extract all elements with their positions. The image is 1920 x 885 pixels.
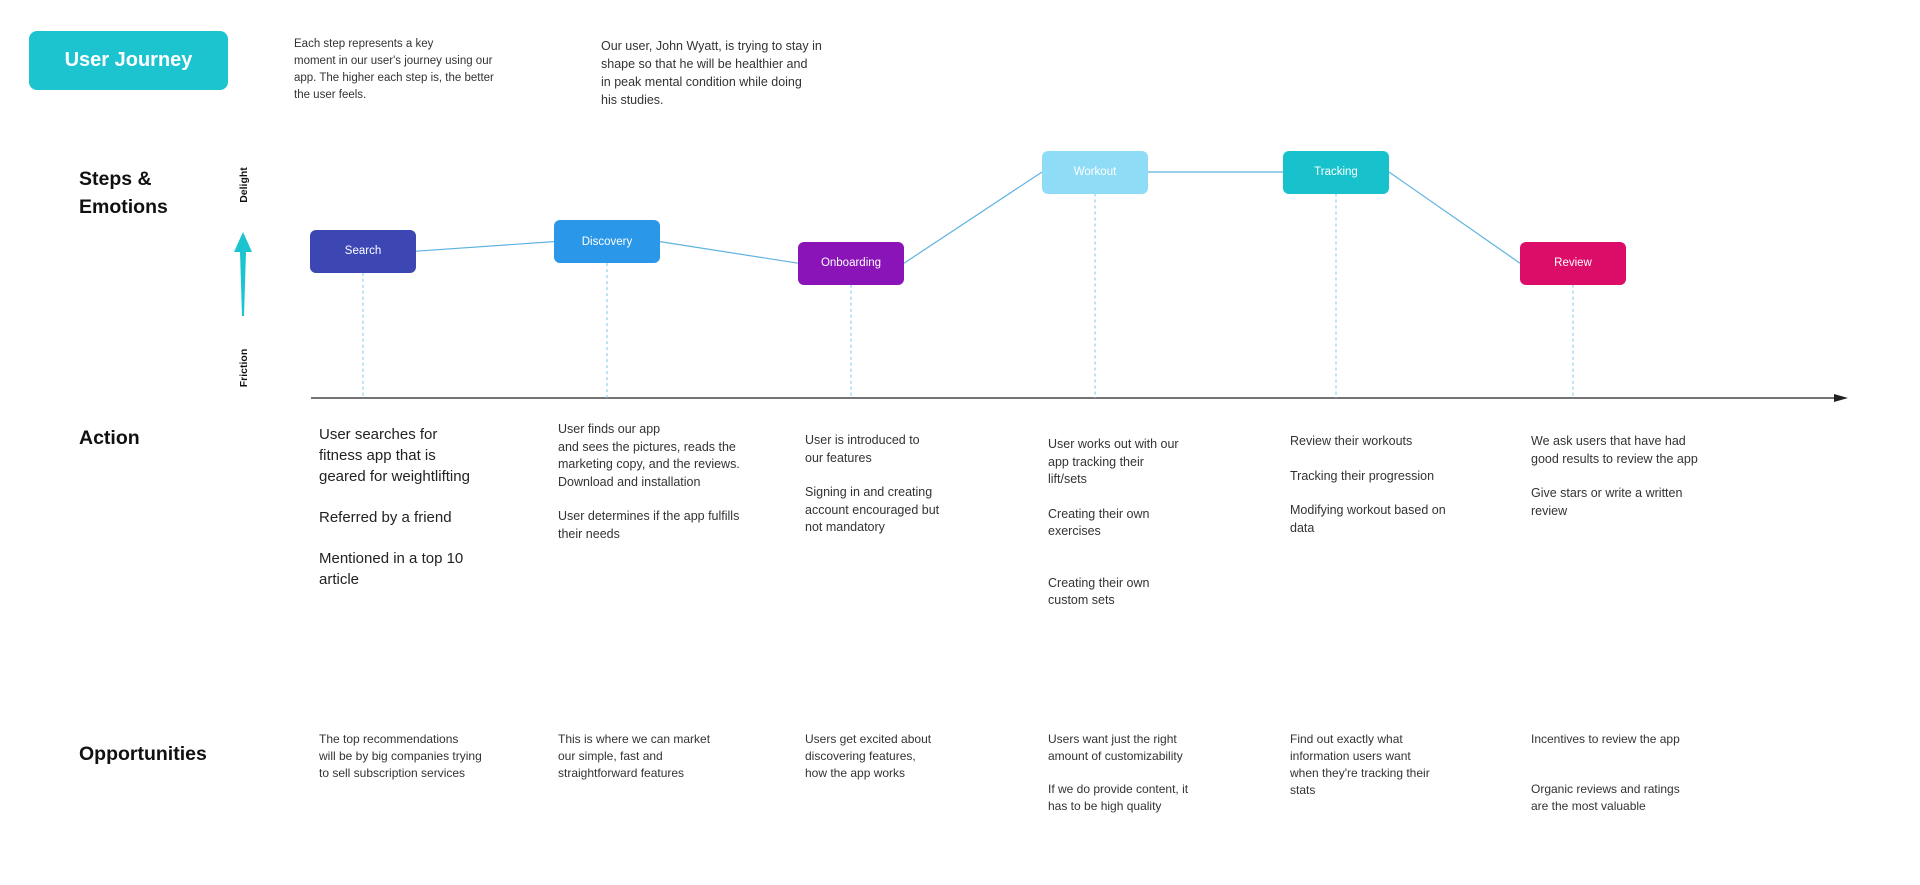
action-item: Tracking their progression xyxy=(1290,468,1435,483)
connector-4 xyxy=(1388,171,1521,264)
action-item: Creating their own custom sets xyxy=(1048,575,1150,608)
opportunity-item: Incentives to review the app xyxy=(1531,732,1680,746)
opportunity-item: Organic reviews and ratings are the most… xyxy=(1531,782,1680,813)
step-search[interactable]: Search xyxy=(310,229,416,273)
user-journey-badge: User Journey xyxy=(29,31,228,90)
steps-description-note: Each step represents a key moment in our… xyxy=(294,38,494,101)
opportunity-column-search: The top recommendations will be by big c… xyxy=(319,731,529,798)
opportunity-item: Find out exactly what information users … xyxy=(1290,732,1430,797)
action-item: We ask users that have had good results … xyxy=(1531,434,1698,466)
steps-emotions-label: Steps & Emotions xyxy=(79,168,168,218)
opportunity-item: The top recommendations will be by big c… xyxy=(319,732,482,780)
opportunity-column-workout: Users want just the right amount of cust… xyxy=(1048,731,1258,831)
action-item: User works out with our app tracking the… xyxy=(1048,437,1179,486)
action-column-discovery: User finds our app and sees the pictures… xyxy=(558,421,763,560)
action-item: User determines if the app fulfills thei… xyxy=(558,509,740,541)
action-column-review: We ask users that have had good results … xyxy=(1531,433,1736,537)
action-item: Review their workouts xyxy=(1290,434,1413,448)
emotion-arrow-icon xyxy=(234,232,252,316)
opportunity-item: This is where we can market our simple, … xyxy=(558,732,711,780)
timeline-axis xyxy=(311,394,1848,402)
action-item: User is introduced to our features xyxy=(805,433,920,465)
connector-0 xyxy=(415,241,555,252)
connector-2 xyxy=(903,171,1043,264)
action-item: Referred by a friend xyxy=(319,509,452,526)
action-item: Creating their own exercises xyxy=(1048,506,1150,539)
opportunity-column-discovery: This is where we can market our simple, … xyxy=(558,731,768,798)
action-item: User finds our app and sees the pictures… xyxy=(558,422,740,489)
action-item: Signing in and creating account encourag… xyxy=(805,485,940,534)
step-onboarding[interactable]: Onboarding xyxy=(798,241,904,285)
action-column-workout: User works out with our app tracking the… xyxy=(1048,436,1253,627)
step-connectors xyxy=(415,171,1521,264)
action-item: Modifying workout based on data xyxy=(1290,503,1446,535)
opportunity-item: If we do provide content, it has to be h… xyxy=(1048,782,1189,813)
action-item: Mentioned in a top 10 article xyxy=(319,550,464,588)
step-workout[interactable]: Workout xyxy=(1042,150,1148,194)
action-column-search: User searches for fitness app that is ge… xyxy=(319,424,524,610)
opportunity-item: Users get excited about discovering feat… xyxy=(805,732,932,780)
action-label: Action xyxy=(79,427,140,449)
action-item: User searches for fitness app that is ge… xyxy=(319,426,470,485)
connector-1 xyxy=(659,241,799,264)
step-drop-lines xyxy=(362,193,1574,398)
step-discovery[interactable]: Discovery xyxy=(554,220,660,264)
step-review[interactable]: Review xyxy=(1520,241,1626,285)
user-persona-note: Our user, John Wyatt, is trying to stay … xyxy=(601,39,822,107)
action-item: Give stars or write a written review xyxy=(1531,486,1683,518)
opportunity-column-tracking: Find out exactly what information users … xyxy=(1290,731,1500,815)
step-tracking[interactable]: Tracking xyxy=(1283,150,1389,194)
opportunity-item: Users want just the right amount of cust… xyxy=(1048,732,1183,763)
opportunities-label: Opportunities xyxy=(79,743,207,765)
opportunity-column-onboarding: Users get excited about discovering feat… xyxy=(805,731,1015,798)
